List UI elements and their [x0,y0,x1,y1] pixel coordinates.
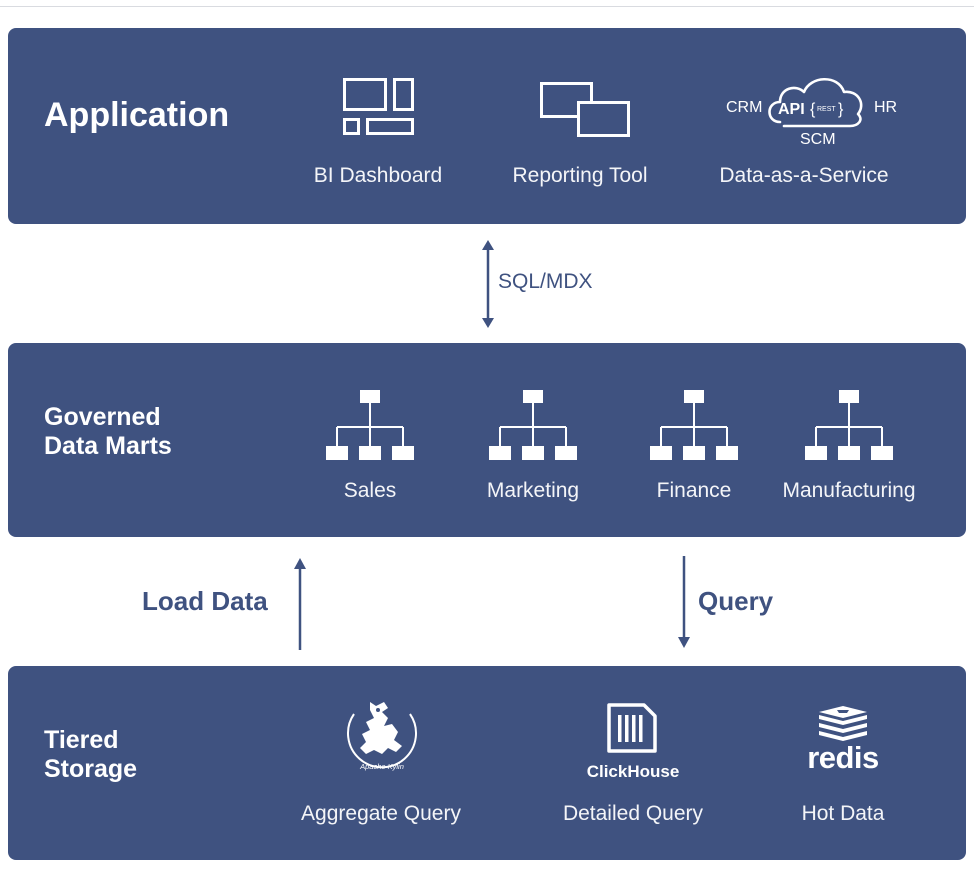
reporting-tool-label: Reporting Tool [512,164,648,187]
query-label: Query [698,586,774,616]
application-layer: Application BI Dashboard Reporting Tool [8,28,966,224]
org-chart-icon [489,390,577,462]
api-cloud-icon: CRM API { REST } HR SCM [714,64,897,148]
mart-item-sales: Sales [310,387,430,507]
sql-mdx-label: SQL/MDX [498,270,593,293]
clickhouse-logo-text: ClickHouse [586,762,680,781]
data-marts-title: Governed Data Marts [44,403,172,461]
mart-item-marketing: Marketing [470,387,596,507]
data-marts-title-line1: Governed [44,403,161,431]
data-marts-layer: Governed Data Marts Sales Marketing Fina… [8,343,966,537]
mart-item-finance: Finance [634,387,754,507]
org-chart-icon [326,390,414,462]
redis-logo-text: redis [807,740,879,775]
mart-label-marketing: Marketing [486,479,580,502]
data-marts-title-line2: Data Marts [44,431,172,460]
data-as-a-service-item: CRM API { REST } HR SCM Data-as-a-Servic… [704,64,904,204]
hot-data-label: Hot Data [801,802,885,825]
load-data-label: Load Data [142,586,268,616]
bi-dashboard-icon [343,78,415,136]
reporting-tool-item: Reporting Tool [500,74,660,204]
reporting-tool-icon [540,82,632,138]
scm-text: SCM [800,131,836,148]
detailed-query-item: ClickHouse Detailed Query [548,696,718,836]
storage-title-line2: Storage [44,754,138,783]
aggregate-query-label: Aggregate Query [301,802,461,825]
mart-label-finance: Finance [656,479,732,502]
mart-label-sales: Sales [343,479,397,502]
bi-dashboard-item: BI Dashboard [308,74,448,204]
storage-title-line1: Tiered [44,726,119,754]
api-text: API [778,101,805,118]
application-title: Application [44,96,230,134]
query-arrow [676,556,692,648]
org-chart-icon [805,390,893,462]
hr-text: HR [874,99,897,116]
apache-kylin-logo: Apache Kylin [344,696,420,778]
kylin-logo-text: Apache Kylin [359,762,404,771]
storage-layer: Tiered Storage Apache Kylin Aggregate Qu… [8,666,966,860]
mart-item-manufacturing: Manufacturing [774,387,924,507]
org-chart-icon [650,390,738,462]
mart-label-manufacturing: Manufacturing [782,479,916,502]
svg-text:{: { [810,101,816,118]
load-data-arrow [292,558,308,650]
svg-text:}: } [838,101,844,118]
aggregate-query-item: Apache Kylin Aggregate Query [286,696,476,836]
detailed-query-label: Detailed Query [562,802,704,825]
clickhouse-logo [604,702,660,754]
redis-logo [817,704,869,741]
data-as-a-service-label: Data-as-a-Service [719,164,889,187]
sql-mdx-arrow [480,240,496,328]
hot-data-item: redis Hot Data [778,696,908,836]
storage-title: Tiered Storage [44,726,137,784]
bi-dashboard-label: BI Dashboard [313,164,443,187]
crm-text: CRM [726,99,762,116]
top-divider [0,6,974,7]
rest-text: REST [817,106,836,113]
